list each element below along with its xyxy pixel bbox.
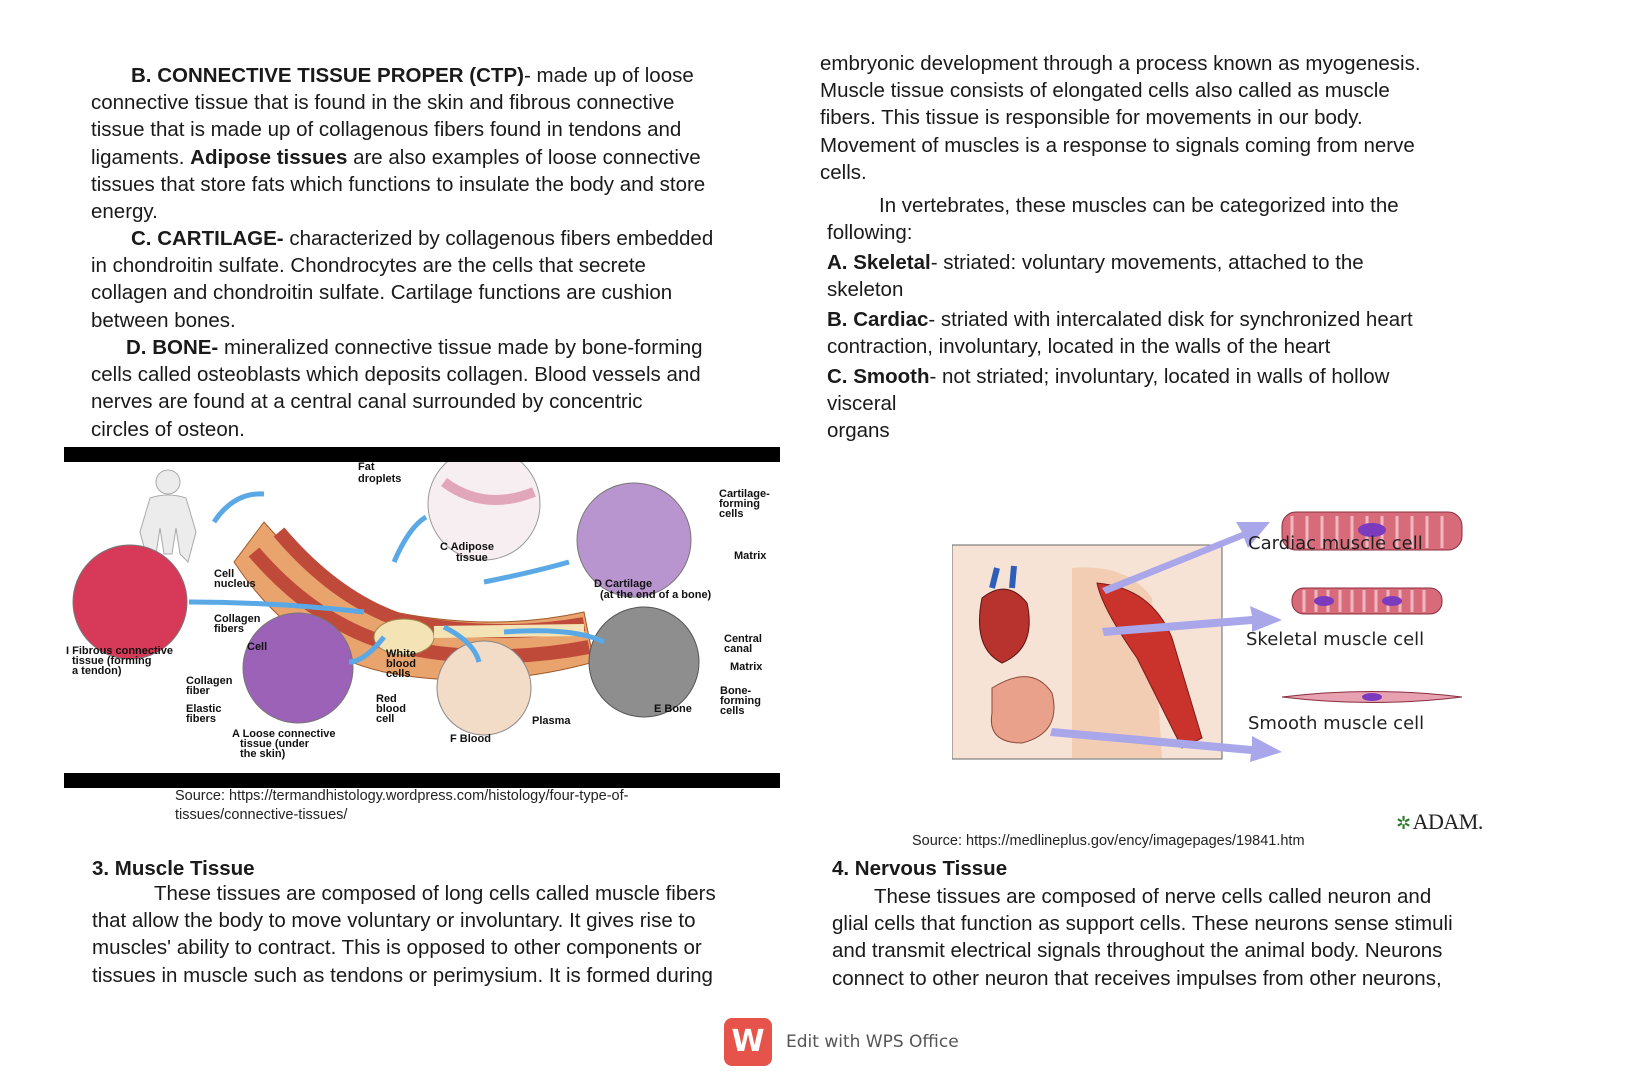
heart-icon [979, 588, 1030, 664]
svg-text:D Cartilage: D Cartilage [594, 578, 652, 590]
muscle-types-figure: Cardiac muscle cell Skeletal muscle cell… [952, 508, 1522, 788]
svg-text:Matrix: Matrix [734, 550, 767, 562]
svg-text:(at the end of a bone): (at the end of a bone) [600, 589, 712, 601]
nervous-tissue-heading: 4. Nervous Tissue [832, 857, 1008, 880]
figure-bottom-bar [64, 773, 780, 788]
svg-text:A Loose connective: A Loose connective [232, 728, 336, 740]
svg-text:Cartilage-: Cartilage- [719, 488, 770, 500]
svg-text:forming: forming [720, 695, 761, 707]
svg-text:Red: Red [376, 693, 397, 705]
svg-text:canal: canal [724, 643, 752, 655]
edit-with-wps-label[interactable]: Edit with WPS Office [786, 1032, 959, 1052]
star-icon: ✲ [1396, 813, 1411, 833]
muscle-continued-paragraph: embryonic development through a process … [820, 52, 1421, 184]
svg-text:cells: cells [719, 508, 743, 520]
human-figure-icon [139, 469, 197, 563]
smooth-item: C. Smooth- not striated; involuntary, lo… [827, 365, 1390, 443]
svg-text:F Blood: F Blood [450, 733, 491, 745]
figure-labels: Fat droplets C Adipose tissue Cartilage-… [66, 462, 770, 760]
svg-text:droplets: droplets [358, 473, 401, 485]
muscle-tissue-heading: 3. Muscle Tissue [92, 857, 255, 880]
svg-text:C Adipose: C Adipose [440, 541, 494, 553]
svg-text:Central: Central [724, 633, 762, 645]
cardiac-cell-label: Cardiac muscle cell [1248, 533, 1423, 554]
cardiac-cell-icon [1281, 511, 1463, 551]
muscle-arrows [1050, 522, 1282, 762]
svg-text:Cell: Cell [214, 568, 234, 580]
cartilage-paragraph: C. CARTILAGE- characterized by collageno… [91, 227, 714, 332]
svg-text:cells: cells [720, 705, 744, 717]
svg-text:tissue (forming: tissue (forming [72, 655, 151, 667]
svg-text:E Bone: E Bone [654, 703, 692, 715]
svg-text:Elastic: Elastic [186, 703, 221, 715]
cardiac-item: B. Cardiac- striated with intercalated d… [827, 308, 1413, 359]
muscle-tissue-paragraph: These tissues are composed of long cells… [92, 882, 716, 987]
muscle-illustration [952, 511, 1463, 762]
skeletal-cell-icon [1291, 587, 1443, 615]
svg-text:Cell: Cell [247, 641, 267, 653]
svg-text:the skin): the skin) [240, 748, 286, 760]
svg-text:Collagen: Collagen [186, 675, 233, 687]
vertebrates-paragraph: In vertebrates, these muscles can be cat… [827, 194, 1399, 245]
svg-text:fibers: fibers [214, 623, 244, 635]
stomach-icon [990, 676, 1055, 744]
loose-tissue-circle [242, 612, 354, 724]
connective-arrows [188, 491, 606, 665]
svg-text:White: White [386, 648, 416, 660]
skeletal-item: A. Skeletal- striated: voluntary movemen… [827, 251, 1364, 302]
connective-tissue-figure: Fat droplets C Adipose tissue Cartilage-… [64, 447, 780, 788]
bone-circle [588, 606, 700, 718]
svg-text:forming: forming [719, 498, 760, 510]
svg-text:cells: cells [386, 668, 410, 680]
source-citation-1: Source: https://termandhistology.wordpre… [175, 788, 629, 823]
ctp-paragraph: B. CONNECTIVE TISSUE PROPER (CTP)- made … [91, 64, 706, 224]
blood-circle [436, 640, 532, 736]
wps-logo-icon[interactable]: W [724, 1018, 772, 1066]
arm-muscle [1096, 582, 1203, 749]
figure-top-bar [64, 447, 780, 462]
smooth-cell-icon [1281, 691, 1463, 703]
adam-logo: ✲ADAM. [1396, 809, 1483, 834]
svg-text:fibers: fibers [186, 713, 216, 725]
svg-text:fiber: fiber [186, 685, 211, 697]
connective-tissue-illustration: Fat droplets C Adipose tissue Cartilage-… [66, 462, 770, 760]
bone-paragraph: D. BONE- mineralized connective tissue m… [91, 336, 703, 441]
svg-text:I Fibrous connective: I Fibrous connective [66, 645, 173, 657]
svg-text:blood: blood [386, 658, 416, 670]
svg-text:nucleus: nucleus [214, 578, 256, 590]
svg-text:tissue: tissue [456, 552, 488, 564]
source-citation-2: Source: https://medlineplus.gov/ency/ima… [912, 833, 1305, 849]
svg-text:Collagen: Collagen [214, 613, 261, 625]
smooth-cell-label: Smooth muscle cell [1248, 713, 1425, 734]
svg-text:tissue (under: tissue (under [240, 738, 310, 750]
svg-text:a tendon): a tendon) [72, 665, 122, 677]
svg-text:Plasma: Plasma [532, 715, 571, 727]
nervous-tissue-paragraph: These tissues are composed of nerve cell… [832, 885, 1453, 990]
cartilage-circle [576, 482, 692, 598]
svg-text:Fat: Fat [358, 462, 375, 473]
svg-text:Matrix: Matrix [730, 661, 763, 673]
fibrous-tissue-circle [72, 544, 188, 660]
svg-text:blood: blood [376, 703, 406, 715]
svg-text:Bone-: Bone- [720, 685, 752, 697]
svg-text:cell: cell [376, 713, 394, 725]
skeletal-cell-label: Skeletal muscle cell [1246, 629, 1425, 650]
